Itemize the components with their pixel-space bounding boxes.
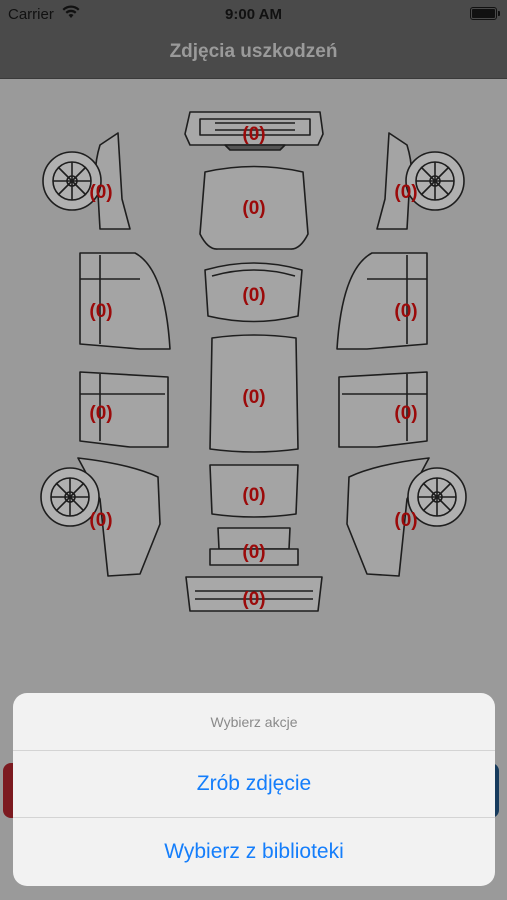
- action-sheet: Wybierz akcje Zrób zdjęcie Wybierz z bib…: [13, 693, 495, 886]
- wifi-icon: [62, 5, 80, 18]
- count-roof[interactable]: (0): [242, 387, 266, 408]
- rear-window-part[interactable]: [209, 464, 299, 518]
- count-left-front-door[interactable]: (0): [89, 301, 113, 322]
- take-photo-button[interactable]: Zrób zdjęcie: [13, 751, 495, 818]
- right-rear-fender-part[interactable]: [346, 457, 467, 577]
- left-rear-door-part[interactable]: [79, 371, 169, 448]
- count-right-rear-fender[interactable]: (0): [394, 510, 418, 531]
- page-title: Zdjęcia uszkodzeń: [169, 41, 338, 62]
- left-front-door-part[interactable]: [79, 252, 171, 350]
- action-sheet-header: Wybierz akcje: [13, 693, 495, 751]
- right-front-door-part[interactable]: [336, 252, 428, 350]
- roof-part[interactable]: [209, 334, 299, 453]
- count-hood[interactable]: (0): [242, 198, 266, 219]
- left-rear-fender-part[interactable]: [40, 457, 161, 577]
- count-trunk[interactable]: (0): [242, 542, 266, 563]
- count-windshield[interactable]: (0): [242, 285, 266, 306]
- carrier-label: Carrier: [8, 6, 54, 23]
- count-rear-bumper[interactable]: (0): [242, 589, 266, 610]
- rear-bumper-part[interactable]: [185, 576, 323, 612]
- count-left-rear-door[interactable]: (0): [89, 403, 113, 424]
- navigation-bar: Zdjęcia uszkodzeń: [0, 28, 507, 79]
- count-right-front-door[interactable]: (0): [394, 301, 418, 322]
- car-parts-diagram: [40, 111, 467, 612]
- action-sheet-title: Wybierz akcje: [210, 713, 298, 730]
- hood-part[interactable]: [199, 165, 309, 250]
- windshield-part[interactable]: [204, 262, 303, 323]
- status-bar: Carrier 9:00 AM: [0, 0, 507, 28]
- right-front-fender-part[interactable]: [376, 132, 465, 230]
- count-left-rear-fender[interactable]: (0): [89, 510, 113, 531]
- choose-from-library-button[interactable]: Wybierz z biblioteki: [164, 839, 344, 863]
- battery-icon: [470, 7, 500, 20]
- count-rear-window[interactable]: (0): [242, 485, 266, 506]
- count-front-bumper[interactable]: (0): [242, 124, 266, 145]
- clock: 9:00 AM: [225, 6, 282, 23]
- count-left-front-fender[interactable]: (0): [89, 182, 113, 203]
- count-right-rear-door[interactable]: (0): [394, 403, 418, 424]
- trunk-part[interactable]: [209, 527, 299, 566]
- count-right-front-fender[interactable]: (0): [394, 182, 418, 203]
- left-front-fender-part[interactable]: [42, 132, 131, 230]
- front-bumper-part[interactable]: [184, 111, 324, 151]
- right-rear-door-part[interactable]: [338, 371, 428, 448]
